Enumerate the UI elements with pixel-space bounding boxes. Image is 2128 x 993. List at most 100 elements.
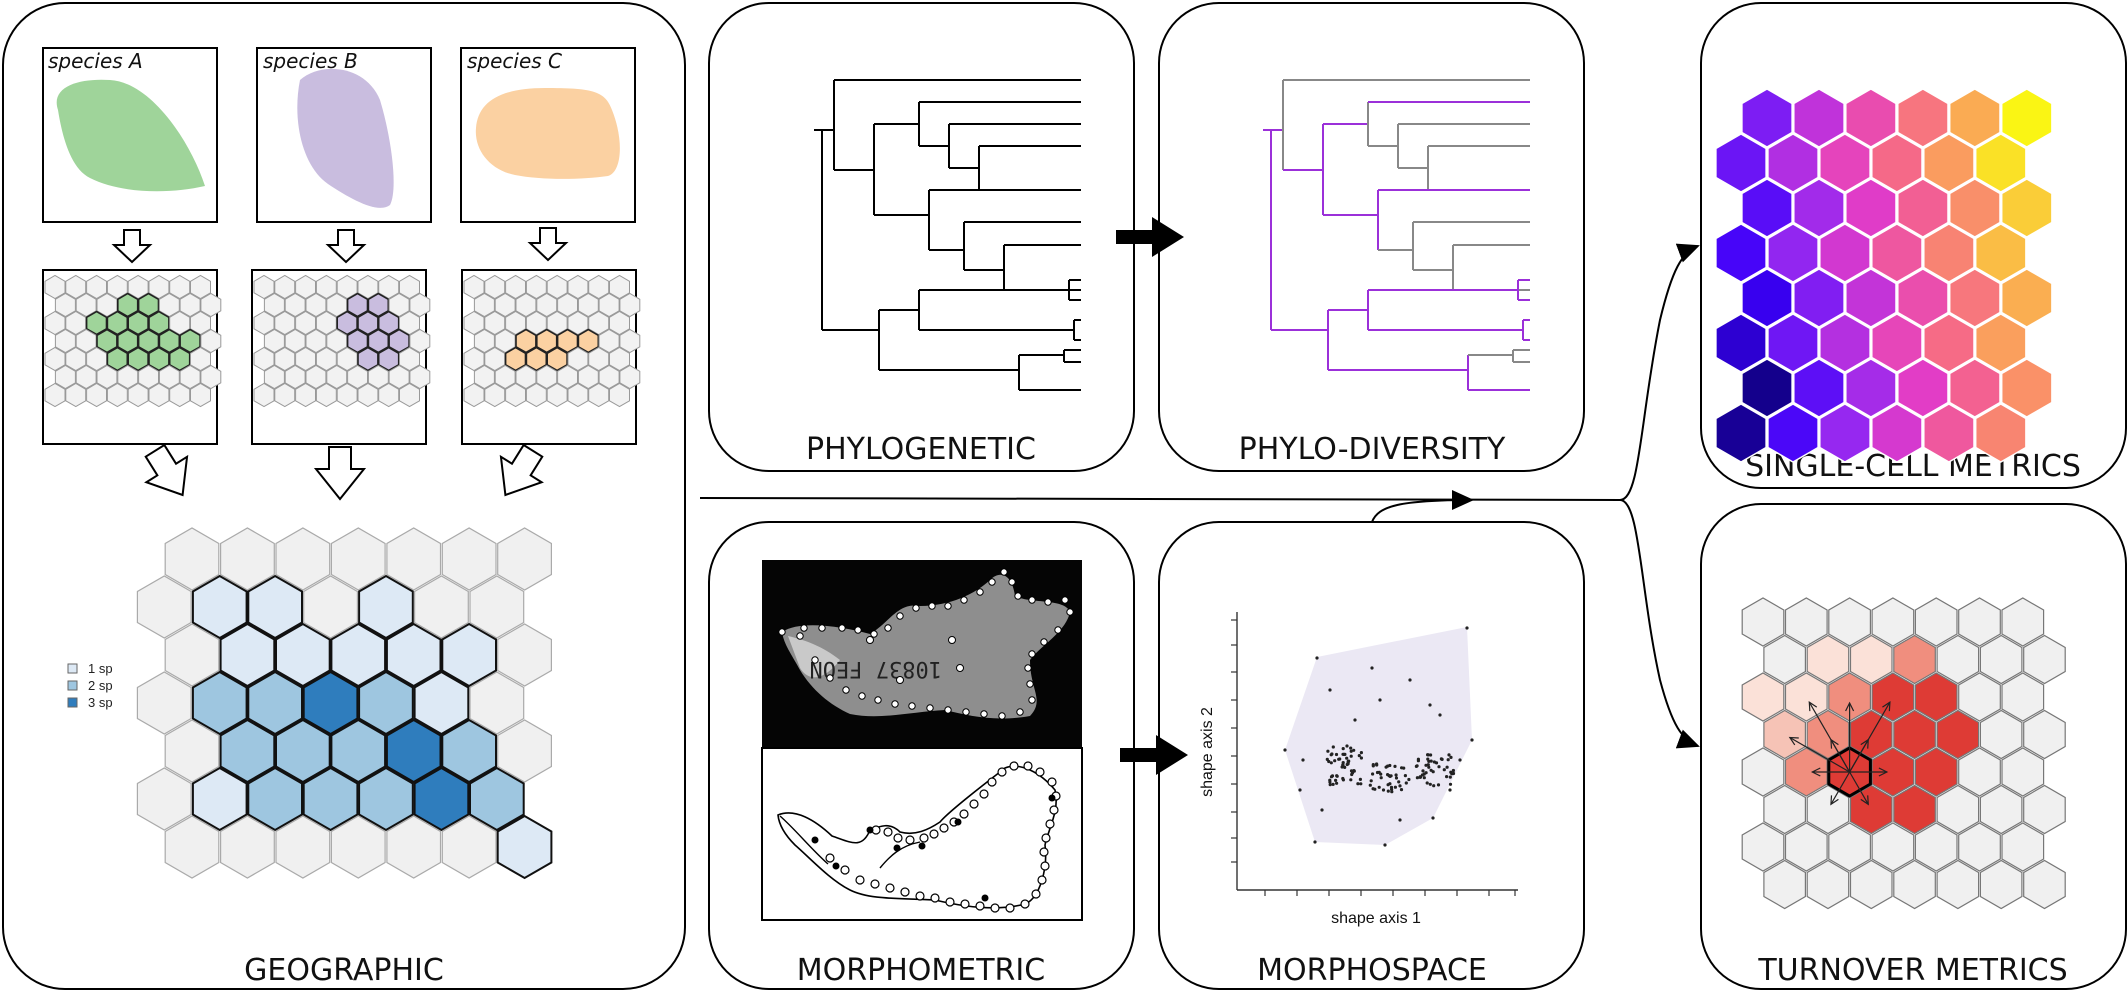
metric-cell (1793, 88, 1845, 148)
turnover-cell (1958, 597, 2001, 647)
hex-cell (106, 346, 129, 372)
data-point (1358, 777, 1362, 782)
landmark-dot (870, 630, 878, 638)
data-point (1368, 783, 1372, 787)
data-point (1356, 782, 1360, 786)
hex-cell (190, 310, 211, 336)
hex-cell (399, 346, 420, 372)
data-point (1335, 774, 1339, 778)
richness-cell (247, 670, 303, 736)
hex-cell (75, 328, 97, 354)
data-point (1394, 776, 1399, 780)
turnover-cell (1893, 784, 1936, 835)
data-point (1428, 782, 1432, 786)
turnover-arrow (1789, 736, 1850, 773)
metric-cell (1948, 88, 2001, 148)
richness-cell (275, 622, 331, 688)
hex-cell (274, 346, 296, 372)
connector-to-turnover (1619, 499, 1700, 749)
metric-cell (1871, 223, 1923, 283)
hex-cell (588, 274, 610, 300)
hex-cell (253, 346, 275, 372)
turnover-cell (2023, 709, 2066, 760)
metric-cell (1897, 268, 1949, 328)
hex-cell (494, 364, 516, 390)
species-grid-0 (44, 274, 222, 408)
data-point (1429, 759, 1433, 763)
data-point (1381, 788, 1386, 792)
arrow-morpho-to-space (1120, 735, 1188, 775)
landmark-dot (905, 835, 915, 845)
hex-cell (179, 292, 201, 318)
data-point (1345, 744, 1349, 748)
data-point (1446, 758, 1450, 762)
data-point (1352, 748, 1356, 752)
turnover-cell (1741, 747, 1785, 797)
hex-cell (200, 364, 222, 390)
hex-cell (179, 364, 201, 390)
data-point (1386, 764, 1390, 768)
hex-cell (598, 364, 620, 390)
data-point (1390, 787, 1394, 792)
data-point (1330, 752, 1334, 756)
landmark-dot (944, 602, 952, 610)
data-point (1315, 656, 1319, 660)
hex-cell (525, 274, 547, 300)
hex-cell (253, 310, 275, 336)
landmark-dot (981, 894, 989, 902)
landmark-dot (1035, 767, 1045, 777)
panel-phylogenetic (708, 2, 1135, 472)
hex-cell (546, 310, 568, 336)
hex-cell (388, 292, 410, 318)
hex-cell (106, 310, 129, 336)
turnover-arrow (1849, 701, 1891, 773)
data-point (1437, 765, 1441, 769)
landmark-dot (998, 712, 1006, 720)
landmark-dot (962, 708, 970, 716)
data-point (1394, 773, 1398, 777)
hex-cell (557, 364, 578, 390)
data-point (1442, 768, 1446, 772)
hex-cell (588, 310, 610, 336)
hex-cell (284, 364, 306, 390)
landmark-dot (930, 893, 940, 903)
metric-cell (1871, 313, 1923, 373)
hex-cell (315, 346, 337, 372)
landmark-dot (1047, 777, 1057, 787)
title-geographic: GEOGRAPHIC (244, 953, 444, 988)
hex-cell (65, 310, 87, 336)
landmark-dot (1005, 903, 1015, 913)
landmark-dot (893, 833, 903, 843)
landmark-dot (980, 710, 988, 718)
metric-cell (1845, 268, 1897, 328)
data-point (1470, 738, 1474, 742)
data-point (1445, 765, 1449, 769)
hex-cell (484, 346, 506, 372)
data-point (1415, 776, 1419, 780)
turnover-cell (1741, 822, 1785, 872)
hex-cell (546, 274, 568, 300)
landmark-dot (1016, 708, 1024, 716)
landmark-dot (1044, 598, 1052, 606)
hex-cell (326, 364, 348, 390)
landmark-dot (948, 636, 956, 644)
legend-1sp: 1 sp (88, 661, 113, 676)
landmark-dot (883, 827, 893, 837)
turnover-cell (1914, 822, 1958, 872)
landmark-dot (1008, 578, 1016, 586)
richness-cell (191, 766, 248, 832)
turnover-cell (1806, 634, 1850, 685)
data-point (1371, 772, 1375, 776)
turnover-cell (1806, 859, 1850, 910)
data-point (1326, 749, 1330, 753)
turnover-arrows (1788, 701, 1891, 806)
data-point (1383, 843, 1387, 847)
landmark-dot (979, 789, 989, 799)
richness-cell (496, 814, 553, 880)
landmark-dot (1037, 875, 1047, 885)
landmark-dot (1024, 664, 1032, 672)
title-morphospace: MORPHOSPACE (1257, 953, 1487, 988)
landmark-dot (854, 626, 862, 634)
turnover-arrow-head (1860, 795, 1869, 806)
landmark-dot (874, 696, 882, 704)
